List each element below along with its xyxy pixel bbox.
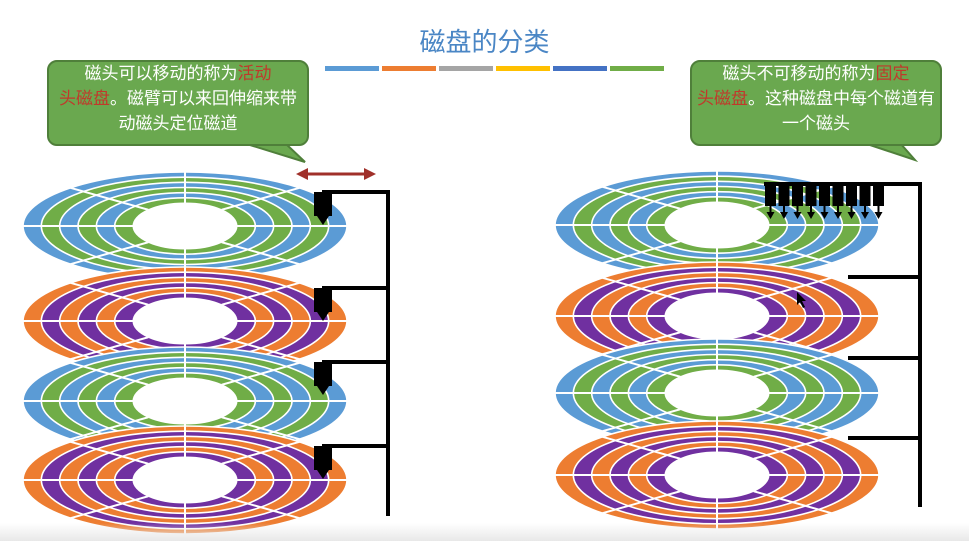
left-platter-2-sector-line: [70, 416, 149, 441]
right-platter-2-sector-line: [753, 353, 832, 378]
right-platter-1-sector-line: [753, 276, 832, 301]
title-color-segment: [439, 66, 493, 71]
right-callout-text-1: 磁头不可移动的称为: [722, 64, 876, 84]
left-callout-highlight-1: 活动: [237, 64, 272, 84]
fixed-head-tip: [780, 212, 788, 219]
title-color-bar: [325, 66, 664, 71]
left-platter-3-sector-line: [70, 495, 149, 520]
right-platter-0-hub: [664, 201, 770, 249]
right-platter-2-sector-line: [753, 408, 832, 433]
fixed-read-head: [792, 186, 803, 206]
left-callout-highlight-2: 头磁盘: [59, 89, 110, 109]
left-callout-text-1: 磁头可以移动的称为: [84, 64, 238, 84]
right-platter-3-sector-line: [753, 435, 832, 460]
arm-motion-arrowhead-left: [296, 168, 308, 180]
left-read-head: [314, 288, 332, 312]
slide-title: 磁盘的分类: [419, 28, 550, 58]
fixed-head-tip: [820, 212, 829, 219]
left-platter-0-hub: [132, 202, 238, 250]
right-platter-3-sector-line: [602, 490, 681, 515]
right-platter-0-sector-line: [753, 240, 832, 265]
fixed-head-tip: [834, 212, 842, 219]
left-platter-1-sector-line: [70, 336, 149, 361]
fixed-read-head: [765, 186, 776, 206]
fixed-read-head: [832, 186, 844, 206]
right-callout-highlight-1: 固定: [875, 64, 910, 84]
left-platter-3-sector-line: [221, 440, 300, 465]
right-platter-3-sector-line: [602, 435, 681, 460]
left-platter-3-sector-line: [221, 495, 300, 520]
right-platter-2-hub: [664, 369, 770, 417]
left-platter-0-sector-line: [221, 241, 300, 266]
left-read-head: [314, 362, 332, 386]
left-platter-1-sector-line: [221, 336, 300, 361]
right-platter-0-sector-line: [602, 185, 681, 210]
left-platter-2-sector-line: [221, 416, 300, 441]
left-head-tip: [317, 470, 329, 479]
left-platter-2-sector-line: [70, 361, 149, 386]
left-callout: 磁头可以移动的称为活动头磁盘。磁臂可以来回伸缩来带动磁头定位磁道: [47, 60, 309, 146]
fixed-read-head: [859, 186, 871, 206]
fixed-head-tip: [874, 212, 883, 219]
left-platter-1-hub: [132, 297, 238, 345]
title-color-segment: [610, 66, 664, 71]
left-platter-1-sector-line: [70, 281, 149, 306]
title-color-segment: [325, 66, 379, 71]
left-platter-2-sector-line: [221, 361, 300, 386]
left-head-tip: [317, 216, 329, 225]
fixed-head-tip: [766, 212, 775, 219]
left-callout-text-2: 。磁臂可以来回伸缩来带动磁头定位磁道: [110, 89, 297, 134]
fixed-read-head: [873, 186, 884, 206]
fixed-read-head: [778, 186, 790, 206]
left-platter-0-sector-line: [70, 241, 149, 266]
right-callout: 磁头不可移动的称为固定头磁盘。这种磁盘中每个磁道有一个磁头: [690, 60, 942, 146]
fixed-read-head: [846, 186, 857, 206]
fixed-read-head: [805, 186, 817, 206]
left-platter-0-sector-line: [70, 186, 149, 211]
arm-motion-arrowhead-right: [364, 168, 376, 180]
left-head-tip: [317, 386, 329, 395]
right-platter-1-hub: [664, 292, 770, 340]
footer-shade: [0, 523, 969, 541]
left-read-head: [314, 192, 332, 216]
right-callout-text-2: 。这种磁盘中每个磁道有一个磁头: [748, 89, 935, 134]
left-platter-1-sector-line: [221, 281, 300, 306]
title-color-segment: [553, 66, 607, 71]
fixed-read-head: [819, 186, 830, 206]
left-read-head: [314, 446, 332, 470]
left-platter-3-sector-line: [70, 440, 149, 465]
left-platter-3-hub: [132, 456, 238, 504]
mouse-cursor-icon: [797, 292, 806, 308]
left-platter-2-hub: [132, 377, 238, 425]
left-platter-0-sector-line: [221, 186, 300, 211]
right-platter-2-sector-line: [602, 408, 681, 433]
right-callout-highlight-2: 头磁盘: [697, 89, 748, 109]
fixed-head-tip: [861, 212, 869, 219]
fixed-head-tip: [847, 212, 856, 219]
right-platter-3-hub: [664, 451, 770, 499]
right-platter-3-sector-line: [753, 490, 832, 515]
left-head-tip: [317, 312, 329, 321]
right-platter-0-sector-line: [602, 240, 681, 265]
title-color-segment: [496, 66, 550, 71]
fixed-head-tip: [807, 212, 815, 219]
fixed-head-tip: [793, 212, 802, 219]
right-platter-1-sector-line: [602, 276, 681, 301]
right-platter-2-sector-line: [602, 353, 681, 378]
title-color-segment: [382, 66, 436, 71]
